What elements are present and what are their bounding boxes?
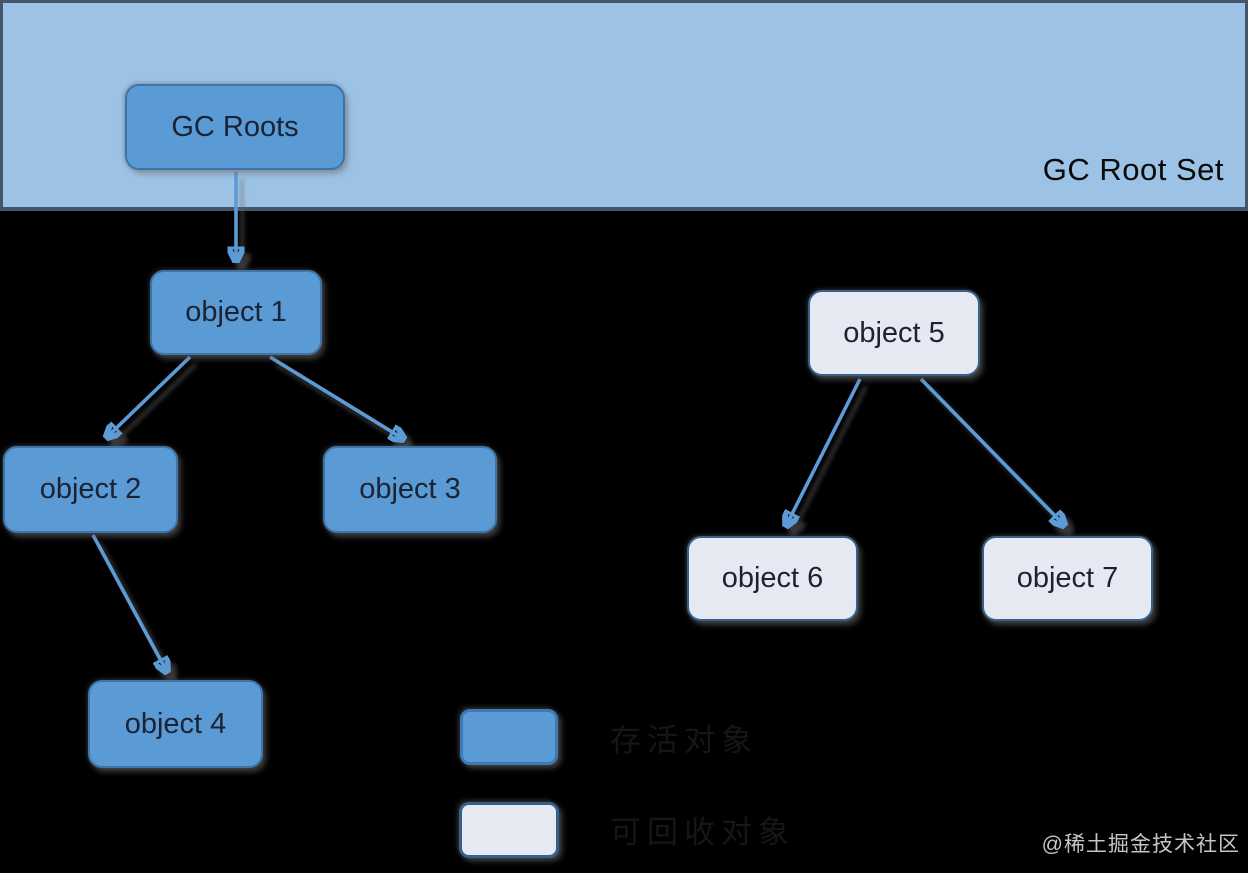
legend-swatch-reachable <box>460 709 558 765</box>
node-gc-roots: GC Roots <box>125 84 345 170</box>
edge-object2-object4 <box>91 534 166 670</box>
edge-object5-object7 <box>919 377 1063 524</box>
legend-swatch-unreachable <box>459 802 559 858</box>
edge-object1-object3 <box>269 355 402 438</box>
legend-label-unreachable: 可回收对象 <box>610 815 795 850</box>
node-object-5: object 5 <box>808 290 980 376</box>
node-object-1: object 1 <box>150 270 322 355</box>
legend-label-reachable: 存活对象 <box>610 723 758 758</box>
edge-object1-object2 <box>108 355 192 436</box>
band-title: GC Root Set <box>1042 152 1224 187</box>
edge-object5-object6 <box>787 378 862 524</box>
watermark: @稀土掘金技术社区 <box>1041 833 1240 856</box>
node-object-3: object 3 <box>323 446 497 533</box>
node-object-6: object 6 <box>687 536 858 621</box>
node-object-4: object 4 <box>88 680 263 768</box>
node-object-2: object 2 <box>3 446 178 533</box>
node-object-7: object 7 <box>982 536 1153 621</box>
